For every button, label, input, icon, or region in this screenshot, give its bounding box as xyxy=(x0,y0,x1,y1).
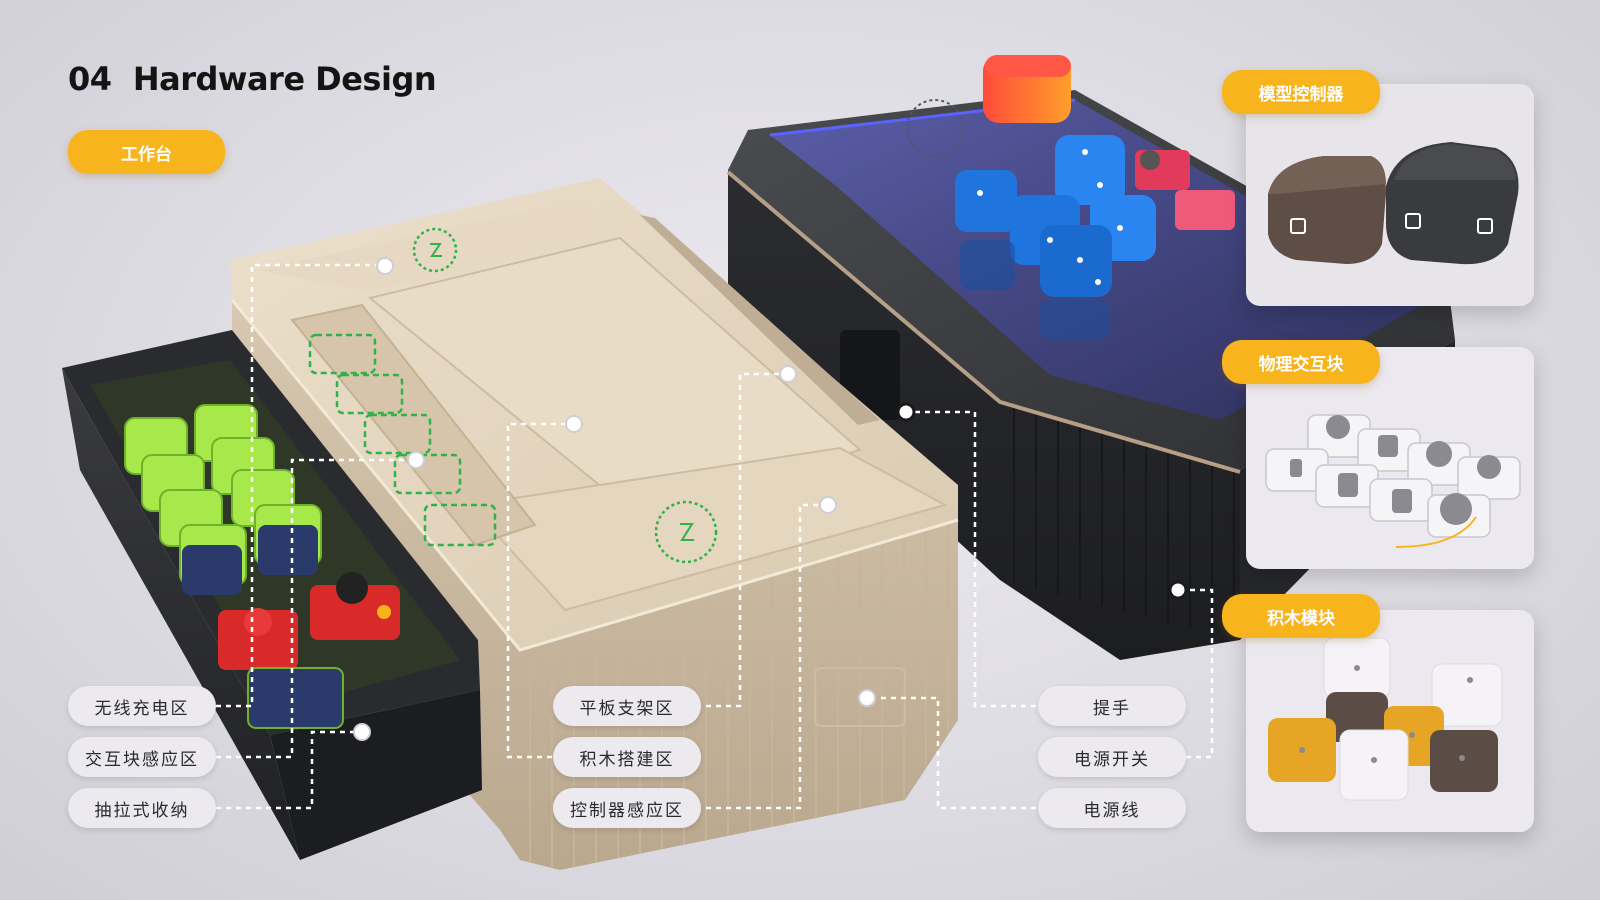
workbench-tag: 工作台 xyxy=(68,130,225,174)
card-model-controller xyxy=(1246,84,1534,306)
label-block-building: 积木搭建区 xyxy=(553,737,701,777)
label-power-cord: 电源线 xyxy=(1038,788,1186,828)
red-controller xyxy=(983,55,1235,230)
physical-interaction-block-image xyxy=(1246,347,1534,569)
card-tag-model-controller: 模型控制器 xyxy=(1222,70,1380,114)
section-number: 04 xyxy=(68,60,112,98)
label-controller-sensing: 控制器感应区 xyxy=(553,788,701,828)
label-wireless-charging: 无线充电区 xyxy=(68,686,216,726)
building-block-module-image xyxy=(1246,610,1534,832)
model-controller-image xyxy=(1246,84,1534,306)
section-title: Hardware Design xyxy=(132,60,437,98)
label-power-switch: 电源开关 xyxy=(1038,737,1186,777)
label-tablet-stand: 平板支架区 xyxy=(553,686,701,726)
card-tag-building-block-module: 积木模块 xyxy=(1222,594,1380,638)
blue-block-stack xyxy=(955,135,1156,340)
label-handle: 提手 xyxy=(1038,686,1186,726)
card-physical-interaction-block xyxy=(1246,347,1534,569)
card-building-block-module xyxy=(1246,610,1534,832)
label-pull-out-storage: 抽拉式收纳 xyxy=(68,788,216,828)
label-interaction-block-sensing: 交互块感应区 xyxy=(68,737,216,777)
page-title: 04 Hardware Design xyxy=(68,60,437,98)
card-tag-physical-interaction-block: 物理交互块 xyxy=(1222,340,1380,384)
